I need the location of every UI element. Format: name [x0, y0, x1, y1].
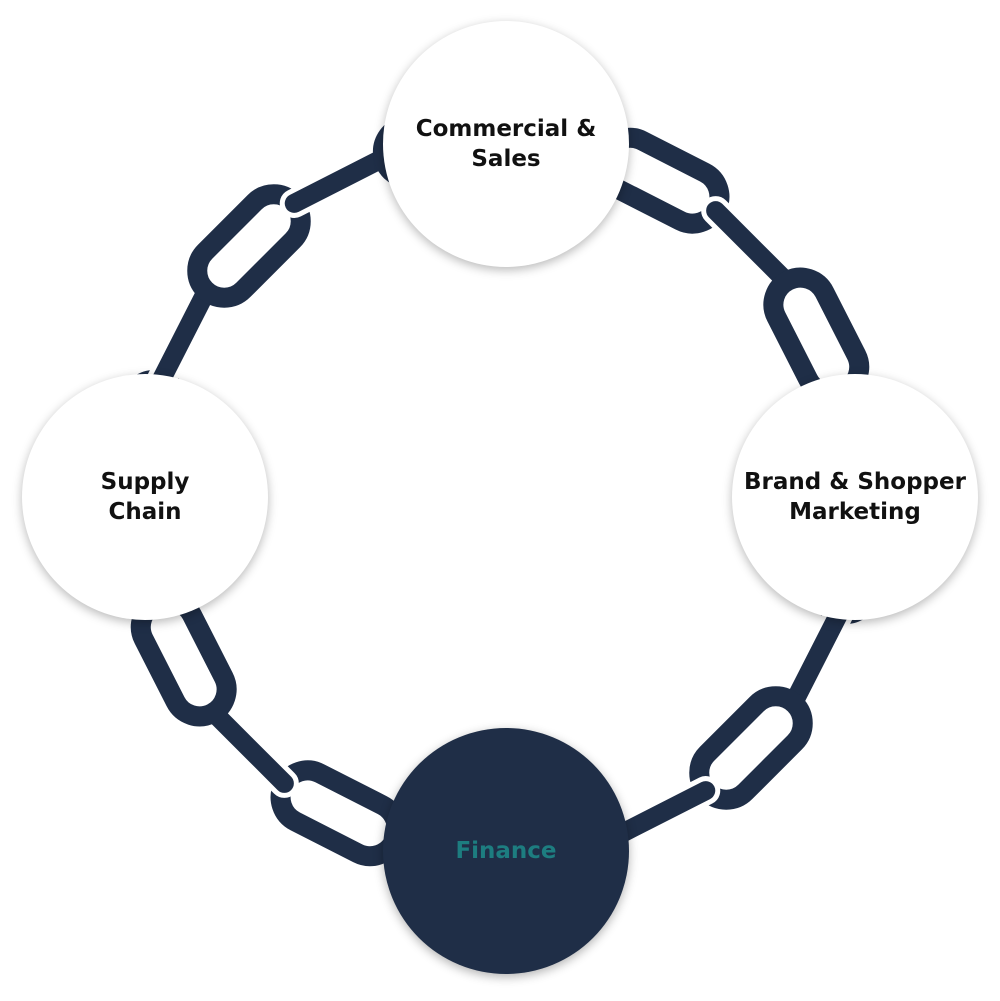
- chain-link-edge: [701, 196, 801, 296]
- node-commercial-sales: Commercial & Sales: [383, 21, 629, 267]
- node-commercial-sales-label: Commercial & Sales: [415, 116, 597, 172]
- node-supply-chain-label: Supply Chain: [100, 469, 190, 525]
- node-supply-chain: Supply Chain: [22, 374, 268, 620]
- node-finance: Finance: [383, 728, 629, 974]
- node-brand-shopper-marketing-label: Brand & Shopper Marketing: [744, 469, 966, 525]
- chain-link-edge: [199, 698, 299, 798]
- node-finance-label: Finance: [455, 838, 557, 864]
- node-brand-shopper-marketing: Brand & Shopper Marketing: [732, 374, 978, 620]
